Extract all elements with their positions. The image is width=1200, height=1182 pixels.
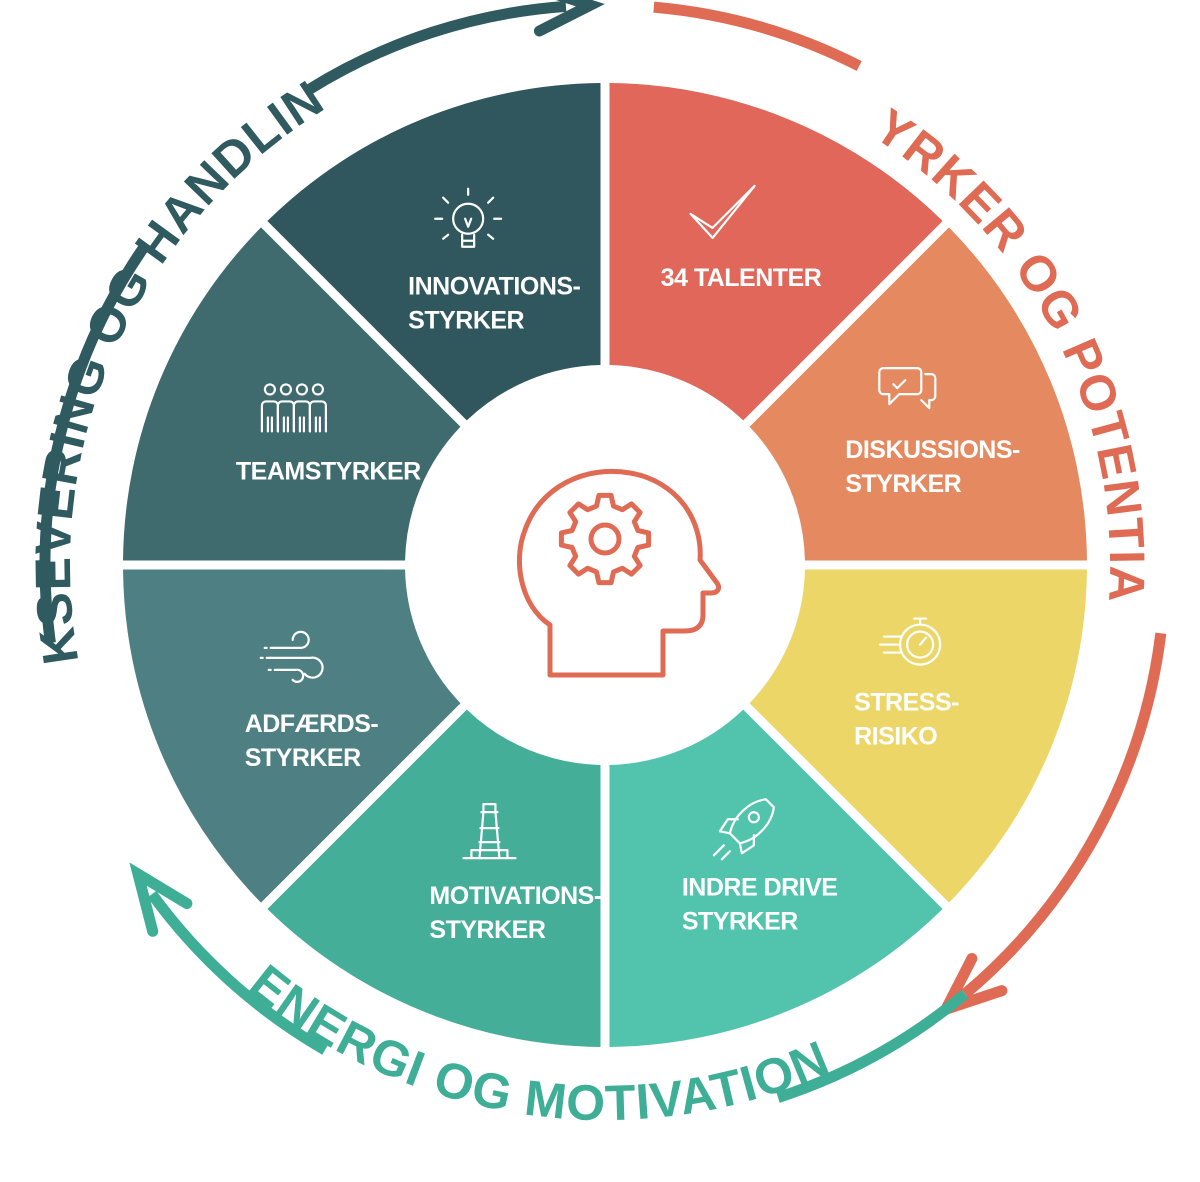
arrowhead (533, 0, 605, 37)
segment-label: ADFÆRDS-STYRKER (245, 710, 379, 772)
segment-label: DISKUSSIONS-STYRKER (845, 436, 1020, 498)
outer-arrows (39, 0, 1167, 1103)
center-circle (410, 370, 800, 760)
arc-bottom-right (776, 989, 969, 1103)
arc-bottom-left-arrow (129, 862, 328, 1055)
segment-shape (609, 709, 943, 1047)
rocket-icon (712, 798, 775, 861)
wheel-segments: 34 TALENTER DISKUSSIONS-STYRKER STRESS-RIS… (123, 83, 1087, 1047)
segment-diskussions-styrker: DISKUSSIONS-STYRKER (749, 227, 1087, 561)
segment-label: TEAMSTYRKER (236, 457, 421, 485)
segment-shape (123, 227, 461, 561)
team-icon (260, 383, 327, 433)
segment-shape (267, 83, 601, 421)
segment-label: MOTIVATIONS-STYRKER (429, 882, 601, 944)
center-hub (410, 370, 800, 760)
arc-top-left-arrow (305, 0, 605, 95)
segment-shape (123, 569, 461, 903)
checkmark-icon (689, 184, 756, 239)
segment-innovations-styrker: INNOVATIONS-STYRKER (267, 83, 601, 421)
lighthouse-icon (462, 803, 517, 860)
stopwatch-icon (879, 617, 942, 666)
segment-adfærds-styrker: ADFÆRDS-STYRKER (123, 569, 461, 903)
segment-label: INNOVATIONS-STYRKER (408, 273, 580, 335)
segment-shape (749, 569, 1087, 903)
segment-shape (267, 709, 601, 1047)
segment-label: STRESS-RISIKO (854, 689, 959, 751)
lightbulb-icon (434, 187, 503, 248)
arc-top-right (653, 1, 862, 71)
segment-label: 34 TALENTER (661, 264, 822, 292)
arrowhead (129, 862, 193, 937)
segment-shape (609, 83, 943, 421)
wind-icon (259, 630, 324, 683)
gear-icon (558, 492, 652, 586)
head-gear-icon (517, 468, 722, 678)
head-outline-icon (517, 468, 722, 678)
arc-left (39, 240, 151, 644)
segment-stress-risiko: STRESS-RISIKO (749, 569, 1087, 903)
segment-teamstyrker: TEAMSTYRKER (123, 227, 461, 561)
segment-34-talenter: 34 TALENTER (609, 83, 943, 421)
speech-bubbles-icon (878, 367, 937, 410)
segment-motivations-styrker: MOTIVATIONS-STYRKER (267, 709, 602, 1047)
